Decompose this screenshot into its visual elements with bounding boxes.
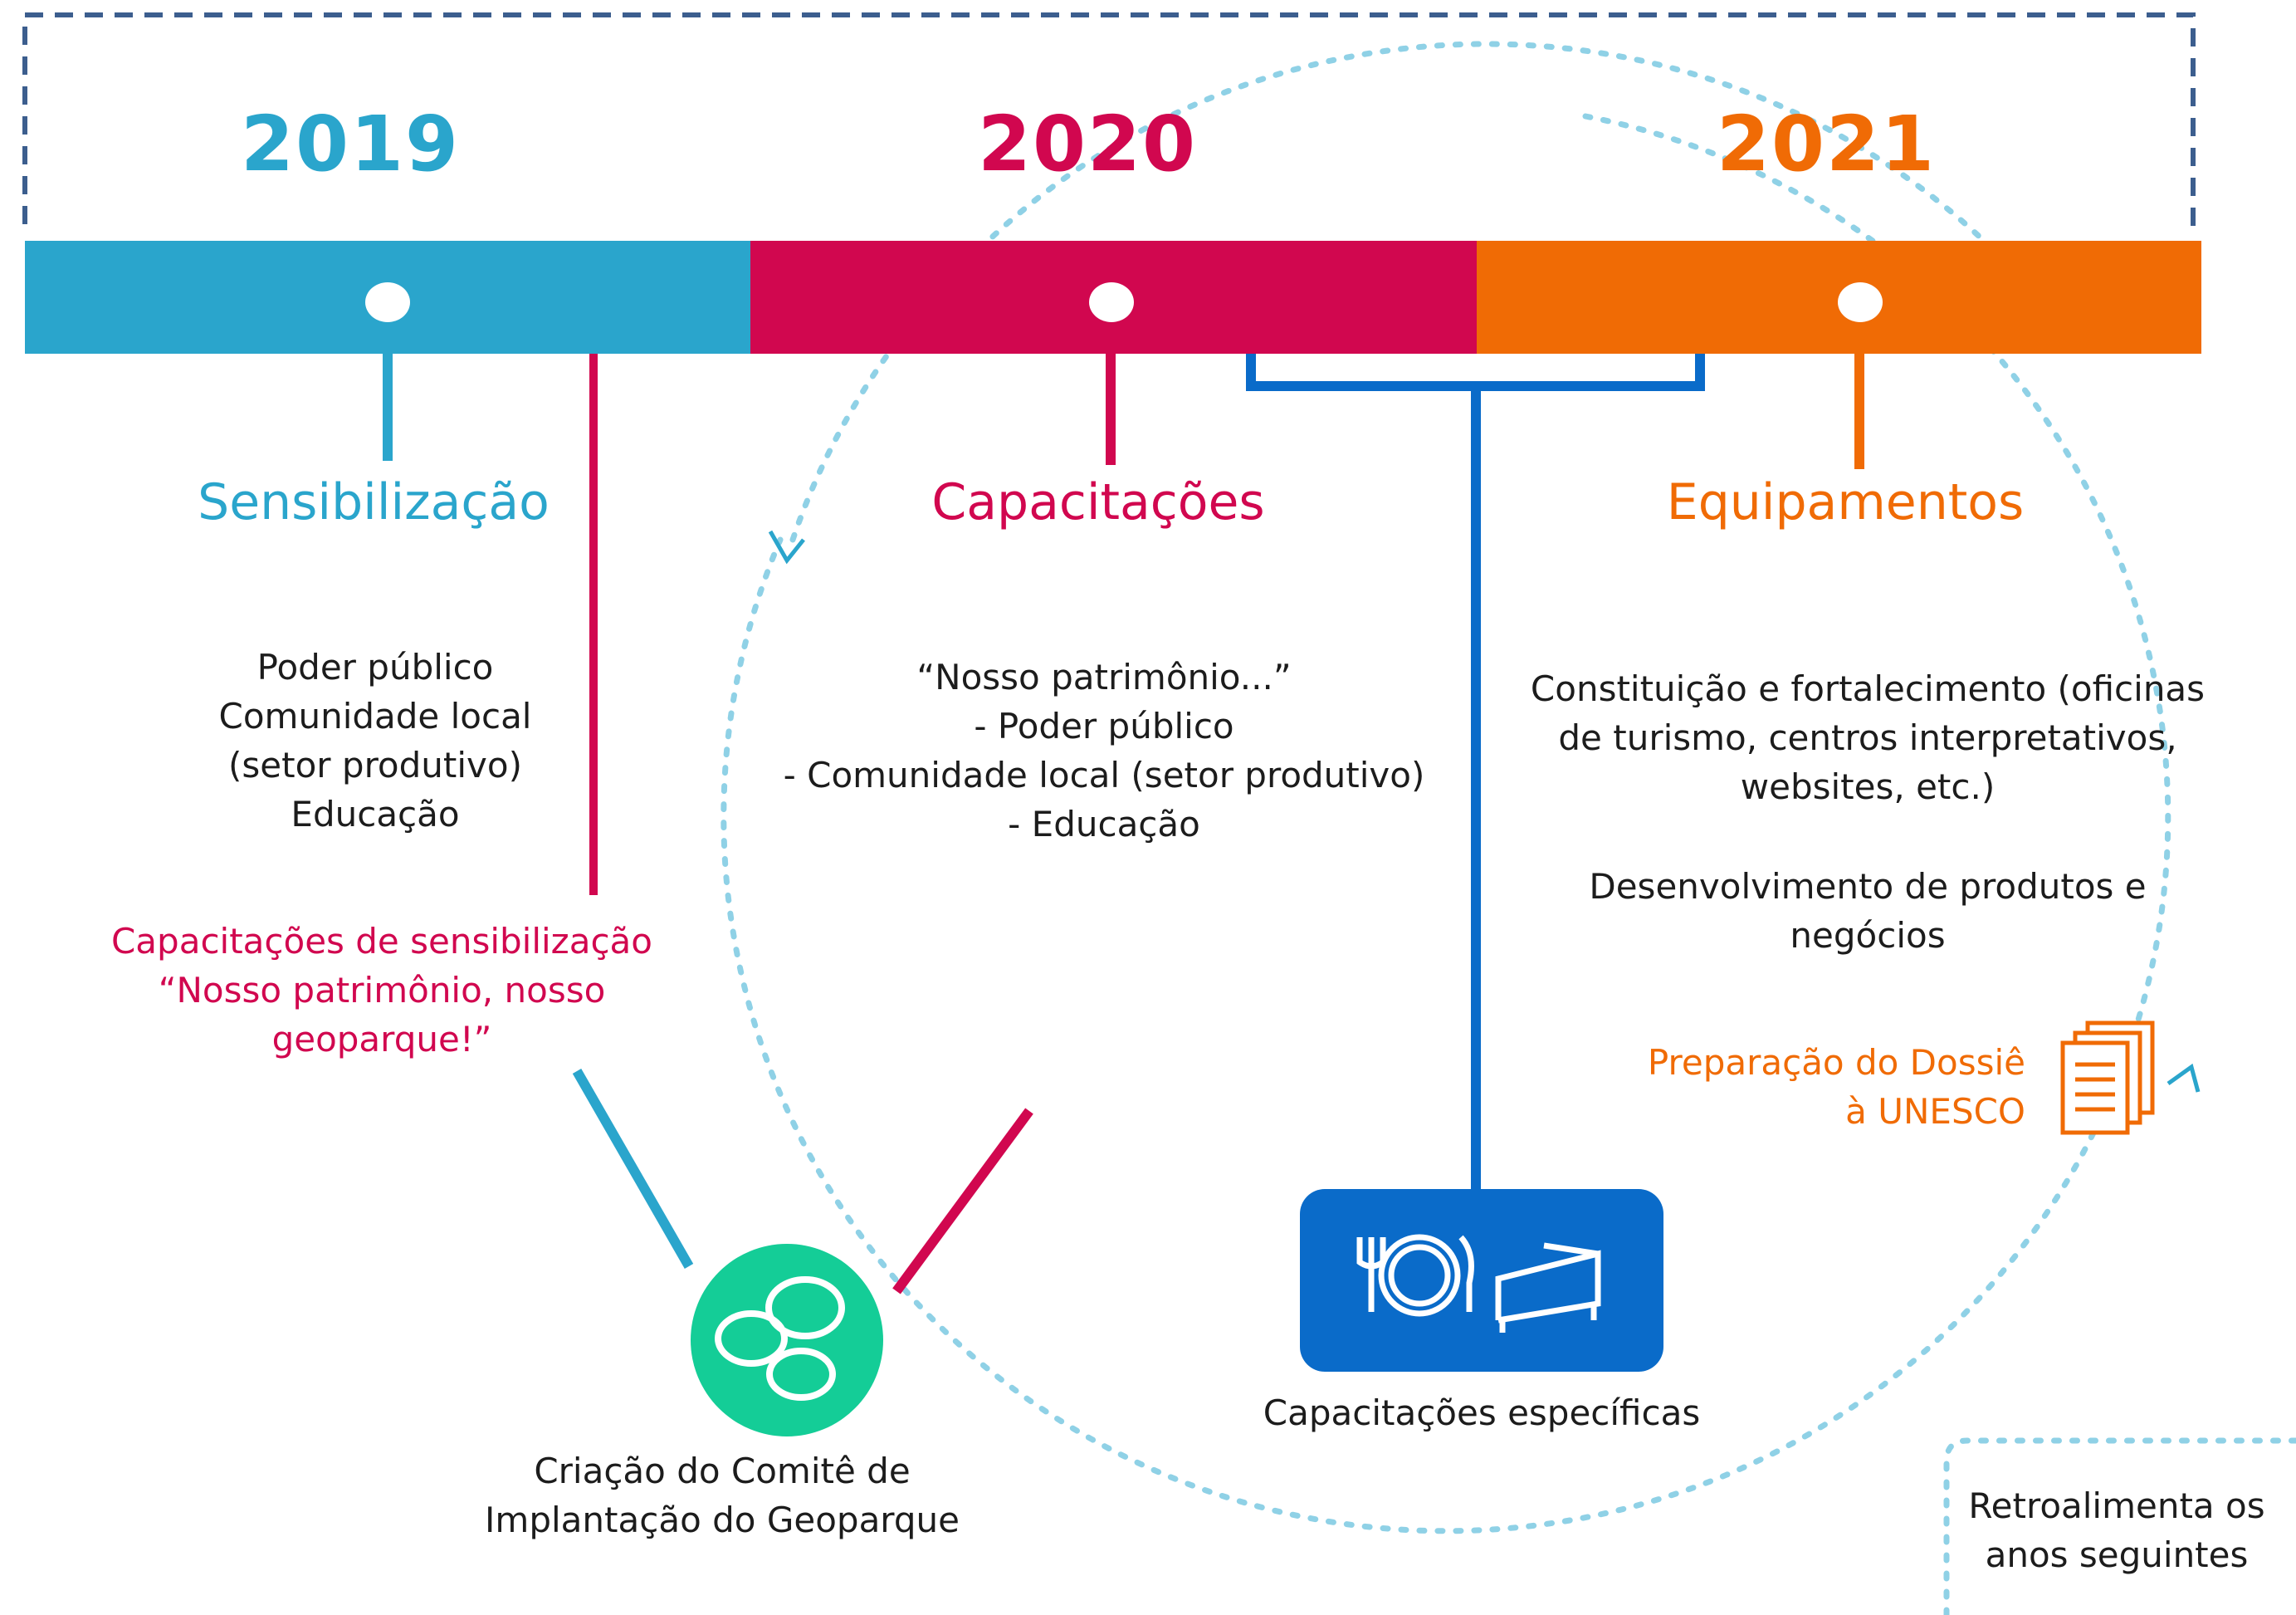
diagonal-connector-blue: [572, 1069, 694, 1269]
text-line: Preparação do Dossiê: [1647, 1042, 2025, 1083]
documents-icon: [2060, 1020, 2155, 1135]
text-line: websites, etc.): [1740, 766, 1996, 807]
bed-icon: [1495, 1242, 1601, 1333]
phase-equipamentos: Equipamentos: [1666, 473, 2025, 531]
cycle-arrow-left: [768, 530, 805, 565]
services-icon-box: [1300, 1189, 1663, 1372]
year-2020: 2020: [977, 100, 1198, 188]
timeline-dot-2020: [1089, 282, 1134, 322]
dashed-frame: [22, 12, 2196, 231]
text-line: Desenvolvimento de produtos e: [1589, 866, 2147, 907]
capacitacoes-especificas-label: Capacitações específicas: [1263, 1392, 1701, 1433]
text-line: - Poder público: [974, 706, 1234, 746]
diagonal-connector-magenta: [892, 1108, 1033, 1294]
text-line: negócios: [1790, 915, 1946, 956]
text-line: Educação: [291, 794, 460, 834]
text-line: Retroalimenta os: [1968, 1485, 2265, 1526]
text-line: - Educação: [1008, 804, 1200, 844]
text-line: geoparque!”: [271, 1019, 492, 1060]
text-line: de turismo, centros interpretativos,: [1558, 717, 2177, 758]
text-line: anos seguintes: [1985, 1534, 2249, 1575]
text-line: Criação do Comitê de: [534, 1451, 911, 1491]
dossie-unesco: Preparação do Dossiê à UNESCO: [1577, 1038, 2025, 1136]
year-2019: 2019: [240, 100, 461, 188]
equipamentos-items: Constituição e fortalecimento (oficinas …: [1519, 664, 2216, 811]
retroalimenta-label: Retroalimenta os anos seguintes: [1951, 1481, 2283, 1579]
year-2021: 2021: [1716, 100, 1937, 188]
timeline-dot-2021: [1838, 282, 1883, 322]
phase-sensibilizacao: Sensibilização: [198, 473, 550, 531]
text-line: Poder público: [256, 647, 494, 688]
cycle-arrow-right: [2167, 1063, 2201, 1093]
text-line: à UNESCO: [1845, 1091, 2025, 1132]
capacitacoes-sensibilizacao: Capacitações de sensibilização “Nosso pa…: [83, 917, 681, 1064]
text-line: (setor produtivo): [228, 745, 522, 785]
produtos-negocios: Desenvolvimento de produtos e negócios: [1561, 862, 2175, 960]
text-line: Comunidade local: [218, 696, 532, 737]
comite-label: Criação do Comitê de Implantação do Geop…: [432, 1446, 1013, 1544]
text-line: Capacitações de sensibilização: [110, 921, 652, 962]
capacitacoes-targets: “Nosso patrimônio...” - Poder público - …: [764, 653, 1444, 849]
dotted-cycle-arc-top: [976, 41, 1987, 252]
text-line: - Comunidade local (setor produtivo): [783, 755, 1425, 795]
dotted-cycle-arc: [721, 113, 2171, 1534]
chat-bubbles-icon: [691, 1244, 883, 1436]
cutlery-plate-icon: [1356, 1234, 1474, 1317]
phase-capacitacoes: Capacitações: [931, 473, 1265, 531]
retro-box: [1943, 1437, 2296, 1615]
sensibilizacao-targets: Poder público Comunidade local (setor pr…: [126, 643, 624, 839]
connector-capacitacoes-especificas: [1246, 354, 1705, 1189]
text-line: Constituição e fortalecimento (oficinas: [1530, 668, 2206, 709]
text-line: “Nosso patrimônio, nosso: [158, 970, 606, 1011]
text-line: Implantação do Geoparque: [485, 1500, 960, 1540]
text-line: “Nosso patrimônio...”: [916, 657, 1292, 697]
timeline-dot-2019: [365, 282, 410, 322]
